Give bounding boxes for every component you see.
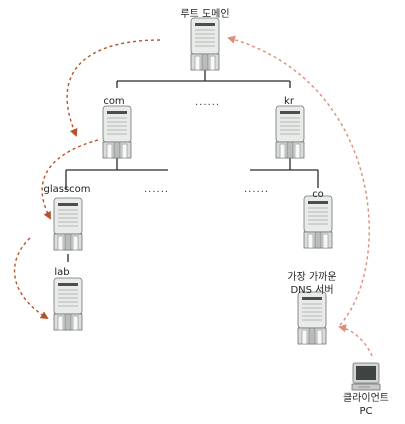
com-label: com	[103, 96, 125, 107]
co-server-icon	[303, 195, 333, 249]
nearest-dns-server-icon	[297, 291, 327, 345]
kr-label: kr	[284, 96, 294, 107]
query-arrow-glasscom-to-lab	[13, 237, 49, 320]
glasscom-label: glasscom	[43, 184, 91, 195]
ellipsis-level1: ......	[195, 97, 221, 108]
desktop-computer-icon	[351, 362, 381, 391]
query-arrow-client-to-dns	[338, 324, 373, 357]
ellipsis-kr-siblings: ......	[244, 184, 270, 195]
glasscom-server-icon	[53, 197, 83, 251]
connector-root-to-level1	[116, 68, 291, 88]
co-label: co	[312, 189, 324, 200]
kr-server-icon	[275, 105, 305, 159]
ellipsis-com-siblings: ......	[144, 184, 170, 195]
nearest-dns-label-line2: DNS 서버	[290, 285, 334, 296]
root-server-icon	[190, 17, 220, 71]
query-arrow-com-to-glasscom	[41, 139, 99, 220]
client-pc-label-line2: PC	[359, 406, 373, 417]
com-server-icon	[102, 105, 132, 159]
query-arrow-root-to-com	[66, 39, 161, 137]
query-arrow-dns-to-root	[227, 35, 370, 326]
lab-label: lab	[54, 267, 70, 278]
root-domain-label: 루트 도메인	[180, 9, 230, 20]
lab-server-icon	[53, 277, 83, 331]
nearest-dns-label-line1: 가장 가까운	[287, 272, 337, 283]
client-pc-label-line1: 클라이언트	[343, 393, 389, 404]
